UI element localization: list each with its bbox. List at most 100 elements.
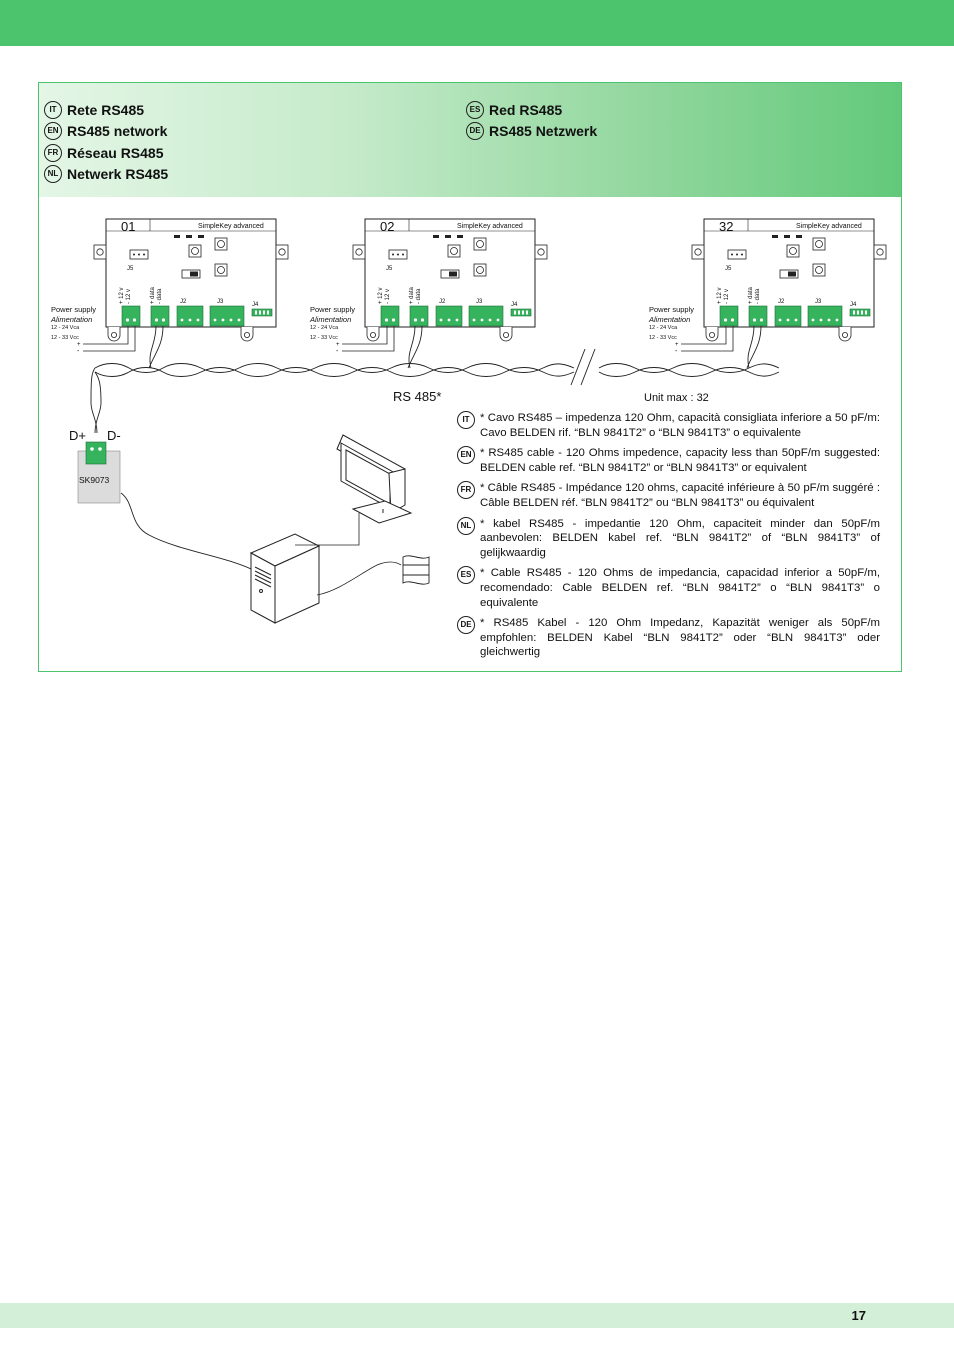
rs485-bus-cable [90, 325, 780, 434]
note-text: * RS485 cable - 120 Ohms impedence, capa… [480, 447, 880, 474]
header-band [0, 0, 954, 46]
j2-label: J2 [439, 299, 446, 305]
minus-sign: - [336, 348, 339, 355]
vcc-label: 12 - 33 Vcc [310, 335, 338, 341]
power-label: Power supply [51, 305, 96, 314]
rs485-wiring-diagram: 01 SimpleKey advanced J5 J2 J3 J4 + 12 v… [50, 218, 887, 624]
note-de: DE * RS485 Kabel - 120 Ohm Impedanz, Kap… [456, 616, 880, 660]
vca-label: 12 - 24 Vca [51, 325, 80, 331]
vcc-label: 12 - 33 Vcc [649, 335, 677, 341]
device-unit-01: 01 SimpleKey advanced J5 J2 J3 J4 + 12 v… [93, 218, 289, 342]
d-plus-label: D+ [69, 428, 86, 443]
pin-label-plusdata: + data [150, 286, 156, 304]
cable-notes: IT * Cavo RS485 – impedenza 120 Ohm, cap… [456, 411, 880, 666]
note-text: * Cable RS485 - 120 Ohms de impedancia, … [480, 567, 880, 609]
power-label: Power supply [649, 305, 694, 314]
pin-label-plus12v: + 12 v [717, 287, 723, 304]
lang-badge-nl: NL [457, 516, 475, 535]
note-text: * Cavo RS485 – impedenza 120 Ohm, capaci… [480, 412, 880, 439]
pin-label-plusdata: + data [409, 286, 415, 304]
vcc-label: 12 - 33 Vcc [51, 335, 79, 341]
alimentation-label: Alimentation [648, 315, 690, 324]
title-text: RS485 Netzwerk [489, 123, 598, 140]
pin-label-minus12v: - 12 v [724, 289, 730, 304]
unit-number: 32 [719, 219, 733, 234]
note-en: EN * RS485 cable - 120 Ohms impedence, c… [456, 446, 880, 475]
j5-label: J5 [127, 266, 134, 272]
footer-band: 17 [0, 1303, 954, 1328]
pin-label-minus12v: - 12 v [385, 289, 391, 304]
vca-label: 12 - 24 Vca [310, 325, 339, 331]
note-text: * Câble RS485 - Impédance 120 ohms, capa… [480, 482, 880, 509]
lang-badge-nl: NL [44, 165, 62, 184]
lang-badge-de: DE [457, 616, 475, 635]
unit-max-label: Unit max : 32 [644, 392, 709, 404]
title-en: EN RS485 network [44, 121, 168, 143]
power-label: Power supply [310, 305, 355, 314]
title-fr: FR Réseau RS485 [44, 142, 168, 164]
plus-sign: + [675, 342, 679, 348]
title-es: ES Red RS485 [466, 99, 597, 121]
lang-badge-it: IT [457, 411, 475, 429]
j5-label: J5 [386, 266, 393, 272]
pin-label-minusdata: - data [416, 288, 422, 304]
j4-label: J4 [511, 302, 518, 308]
title-column-right: ES Red RS485 DE RS485 Netzwerk [466, 99, 597, 142]
lang-badge-en: EN [44, 122, 62, 141]
converter-label: SK9073 [79, 475, 110, 485]
pc-tower-icon [249, 533, 321, 624]
power-supply-unit-02: Power supply Alimentation 12 - 24 Vca 12… [309, 305, 395, 355]
connector-plug-icon [402, 555, 430, 585]
unit-number: 01 [121, 219, 135, 234]
pin-label-plus12v: + 12 v [119, 287, 125, 304]
note-nl: NL * kabel RS485 - impedantie 120 Ohm, c… [456, 516, 880, 561]
converter-sk9073: D+ D- SK9073 [69, 428, 121, 504]
j4-label: J4 [850, 302, 857, 308]
rs485-panel: IT Rete RS485 EN RS485 network FR Réseau… [38, 82, 902, 672]
minus-sign: - [675, 348, 678, 355]
title-text: Rete RS485 [67, 101, 145, 118]
title-text: RS485 network [67, 123, 168, 140]
device-unit-32: 32 SimpleKey advanced J5 J2 J3 J4 + 12 v… [691, 218, 887, 342]
lang-badge-en: EN [457, 446, 475, 465]
note-es: ES * Cable RS485 - 120 Ohms de impedanci… [456, 566, 880, 610]
title-column-left: IT Rete RS485 EN RS485 network FR Réseau… [44, 99, 168, 185]
title-de: DE RS485 Netzwerk [466, 121, 597, 143]
lang-badge-fr: FR [457, 481, 475, 500]
title-text: Réseau RS485 [67, 144, 164, 161]
power-supply-unit-32: Power supply Alimentation 12 - 24 Vca 12… [648, 305, 734, 355]
j4-label: J4 [252, 302, 259, 308]
note-text: * RS485 Kabel - 120 Ohm Impedanz, Kapazi… [480, 617, 880, 659]
alimentation-label: Alimentation [309, 315, 351, 324]
power-supply-unit-01: Power supply Alimentation 12 - 24 Vca 12… [50, 305, 136, 355]
unit-model: SimpleKey advanced [198, 223, 264, 230]
minus-sign: - [77, 348, 80, 355]
pin-label-minus12v: - 12 v [126, 289, 132, 304]
note-fr: FR * Câble RS485 - Impédance 120 ohms, c… [456, 481, 880, 510]
title-nl: NL Netwerk RS485 [44, 164, 168, 186]
j2-label: J2 [778, 299, 785, 305]
title-text: Red RS485 [489, 101, 563, 118]
note-text: * kabel RS485 - impedantie 120 Ohm, capa… [480, 517, 880, 559]
unit-model: SimpleKey advanced [796, 223, 862, 230]
bus-label: RS 485* [393, 389, 441, 404]
unit-number: 02 [380, 219, 394, 234]
page-number: 17 [851, 1308, 866, 1323]
title-text: Netwerk RS485 [67, 166, 169, 183]
unit-model: SimpleKey advanced [457, 223, 523, 230]
alimentation-label: Alimentation [50, 315, 92, 324]
lang-badge-it: IT [44, 100, 62, 119]
lang-badge-es: ES [466, 100, 484, 119]
lang-badge-de: DE [466, 122, 484, 141]
j2-label: J2 [180, 299, 187, 305]
pin-label-minusdata: - data [157, 288, 163, 304]
pin-label-plus12v: + 12 v [378, 287, 384, 304]
lang-badge-fr: FR [44, 143, 62, 162]
plus-sign: + [77, 342, 81, 348]
pin-label-plusdata: + data [748, 286, 754, 304]
note-it: IT * Cavo RS485 – impedenza 120 Ohm, cap… [456, 411, 880, 440]
lang-badge-es: ES [457, 566, 475, 585]
title-it: IT Rete RS485 [44, 99, 168, 121]
pin-label-minusdata: - data [755, 288, 761, 304]
j3-label: J3 [217, 299, 224, 305]
